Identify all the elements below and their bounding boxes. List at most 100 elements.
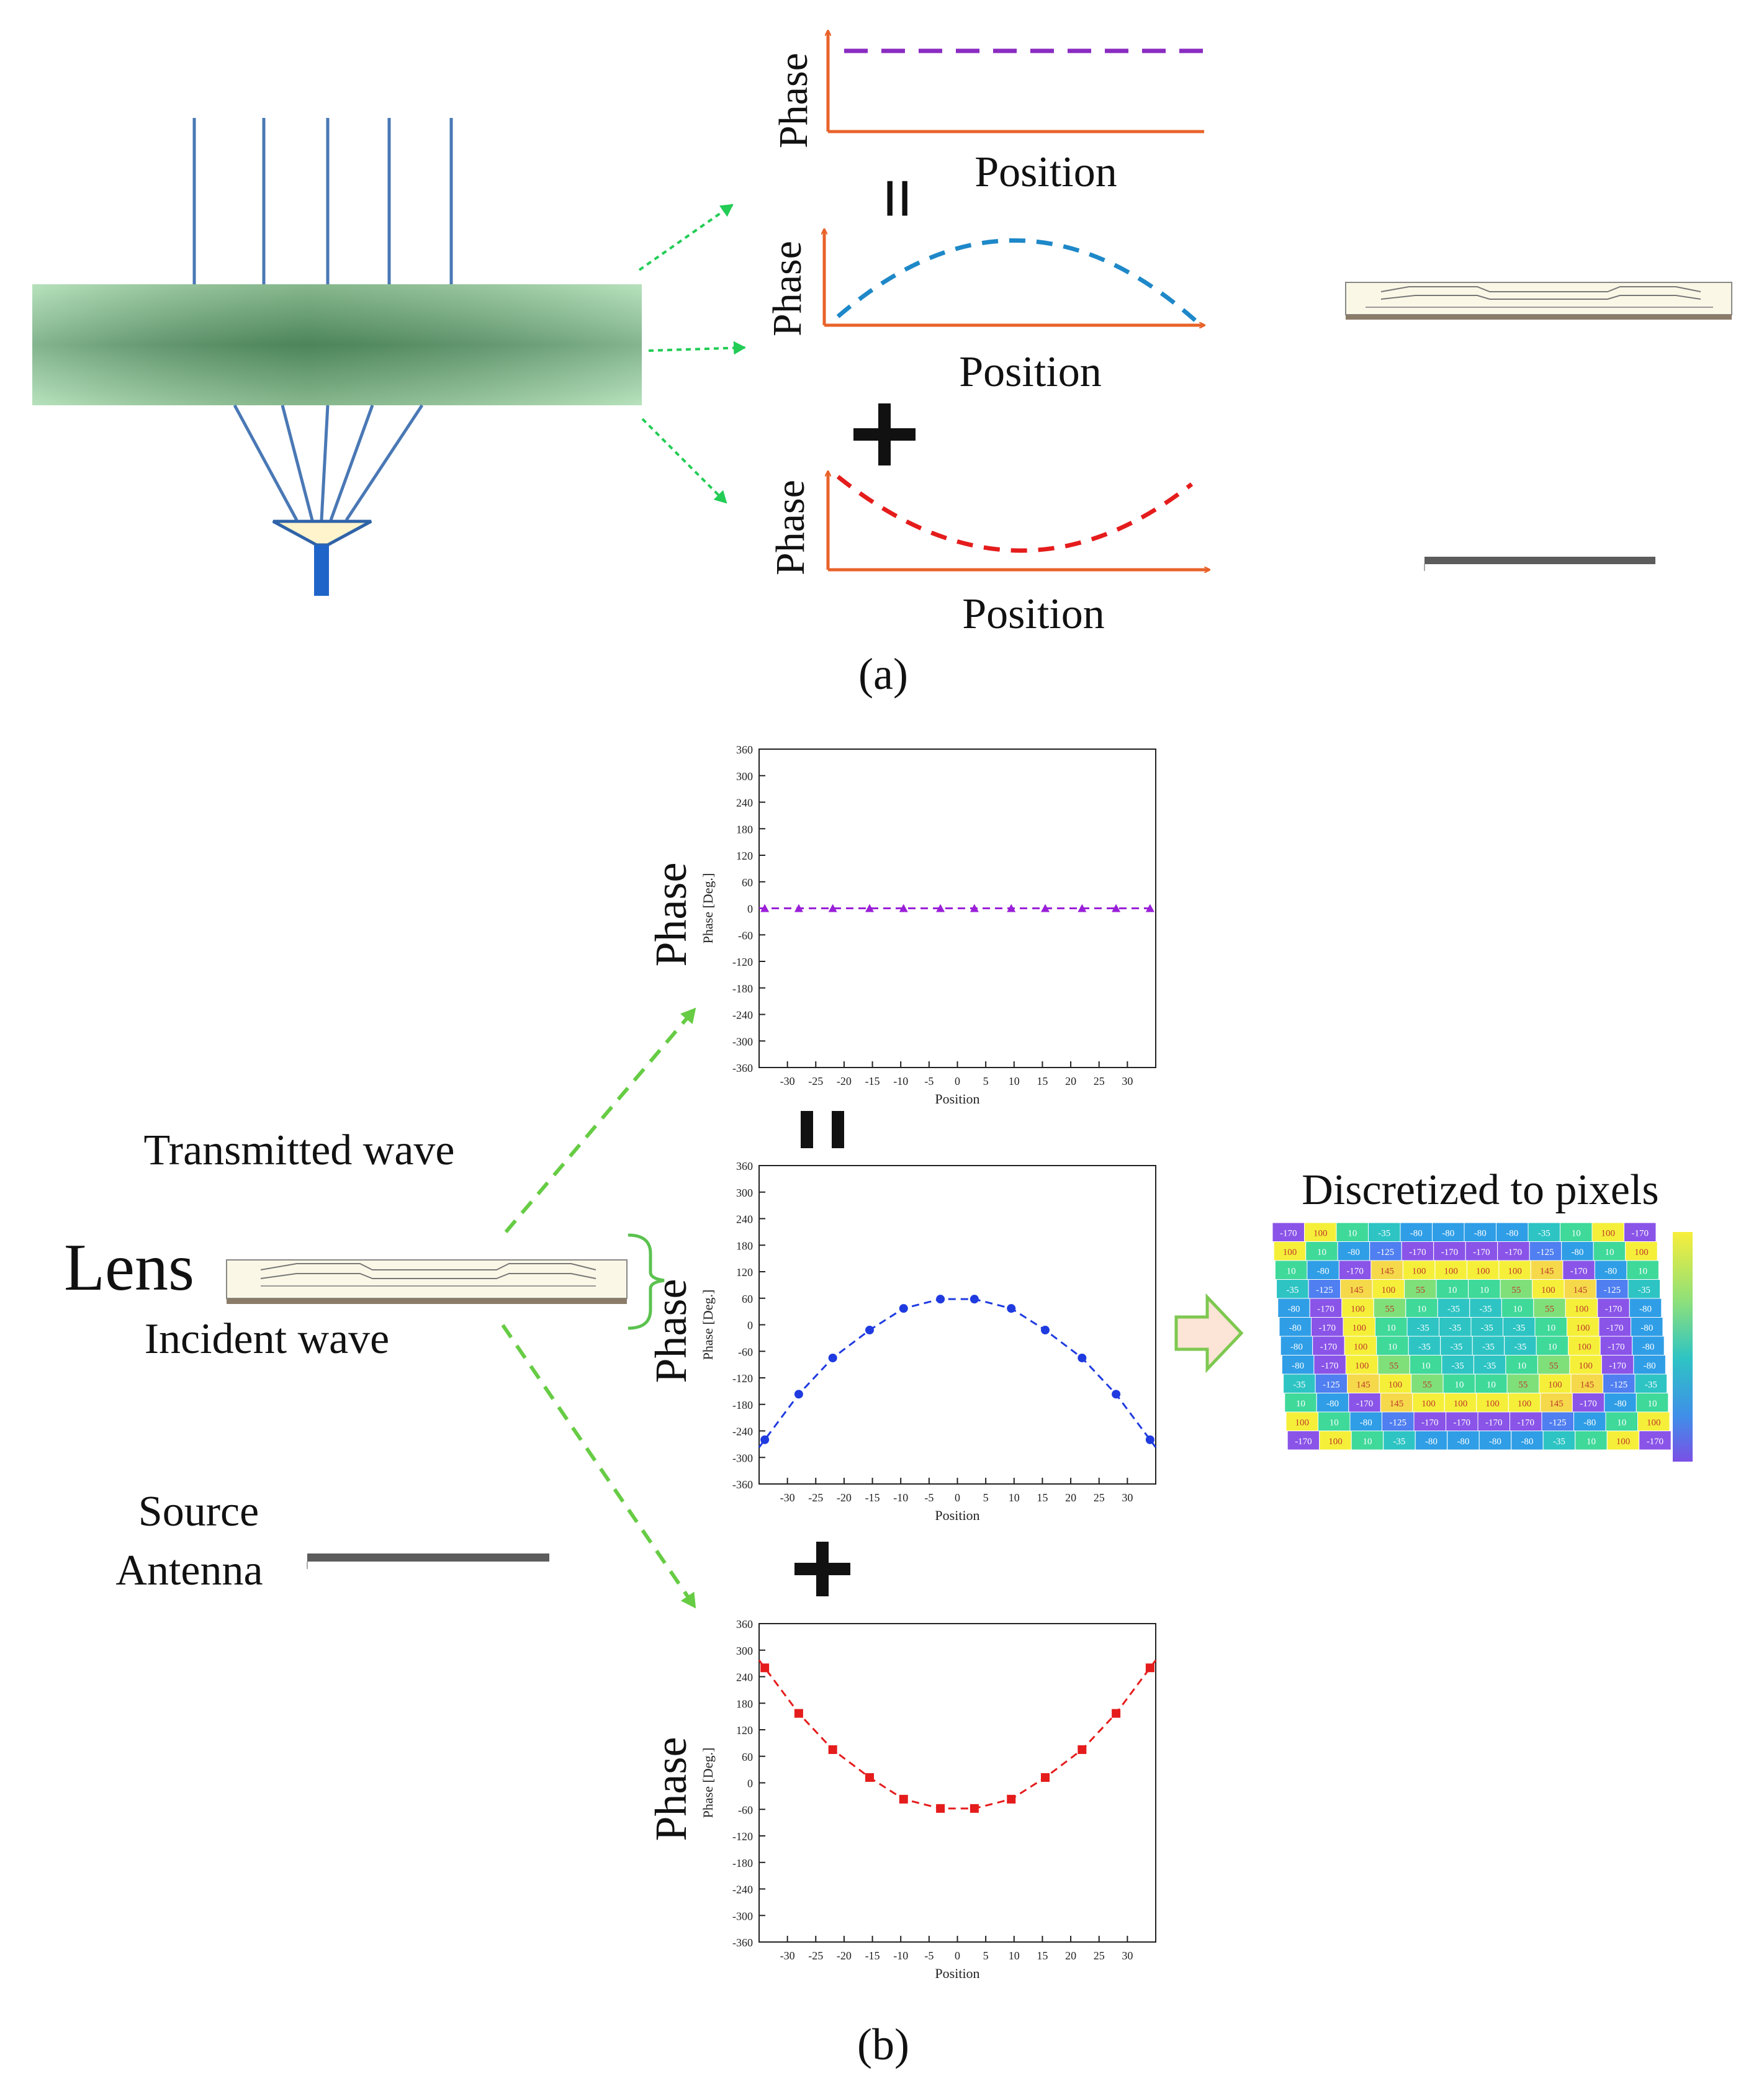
pixel-value: 100 (1295, 1418, 1310, 1427)
data-point (970, 1295, 979, 1304)
data-point (1007, 1304, 1016, 1313)
pixel-cell (1505, 1355, 1538, 1375)
pixel-value: -170 (1608, 1342, 1625, 1352)
x-tick-label: 5 (983, 1075, 989, 1087)
x-tick-label: 5 (983, 1491, 989, 1504)
pixel-value: -170 (1421, 1418, 1439, 1427)
lens-bracket (628, 1233, 665, 1330)
x-tick-label: 15 (1037, 1075, 1048, 1087)
pixel-value: 145 (1573, 1285, 1588, 1295)
pixel-value: -125 (1390, 1418, 1407, 1427)
x-tick-label: -10 (893, 1949, 908, 1962)
pixel-cell (1377, 1355, 1410, 1375)
pixel-cell (1281, 1355, 1315, 1375)
sketch3-ylabel: Phase (768, 480, 813, 575)
lens-slab (32, 284, 642, 405)
pixel-value: 10 (1572, 1228, 1581, 1238)
data-point (936, 904, 945, 912)
y-tick-label: -360 (732, 1062, 753, 1074)
pixel-value: 100 (1647, 1418, 1661, 1427)
pixel-value: -80 (1425, 1437, 1438, 1447)
pixel-value: 10 (1617, 1418, 1626, 1427)
y-axis-label-small: Phase [Deg.] (700, 1290, 716, 1360)
pixel-value: 100 (1421, 1399, 1436, 1409)
x-tick-label: 10 (1009, 1949, 1020, 1962)
y-tick-label: -360 (732, 1936, 753, 1949)
pixel-value: -80 (1326, 1399, 1339, 1409)
x-tick-label: 15 (1037, 1491, 1048, 1504)
x-tick-label: -20 (837, 1491, 852, 1504)
pixel-value: -35 (1418, 1342, 1431, 1352)
pixel-cell (1604, 1393, 1637, 1413)
pixel-value: 10 (1648, 1399, 1657, 1409)
panel-a-arrows (638, 204, 746, 504)
pixel-cell (1413, 1411, 1446, 1431)
pixel-value: -35 (1450, 1342, 1462, 1352)
pixel-cell (1636, 1393, 1669, 1413)
x-tick-label: 10 (1009, 1491, 1020, 1504)
pixel-value: -170 (1319, 1323, 1336, 1333)
y-tick-label: 0 (747, 1778, 753, 1790)
pixel-value: -80 (1583, 1418, 1596, 1427)
pixel-cell (1315, 1373, 1348, 1393)
pixel-value: -125 (1549, 1418, 1567, 1427)
panel-b: Transmitted wave Lens Incident wave Sour… (64, 744, 1693, 2069)
data-point (794, 904, 803, 912)
pixel-cell (1626, 1260, 1659, 1280)
pixel-cell (1284, 1393, 1317, 1413)
pixel-cell (1503, 1317, 1536, 1337)
x-tick-label: -10 (893, 1075, 908, 1087)
data-point (828, 904, 837, 912)
pixel-value: -170 (1295, 1437, 1312, 1447)
pixel-value: -170 (1321, 1361, 1339, 1371)
pixel-value: -80 (1317, 1266, 1330, 1276)
pixel-value: -170 (1570, 1266, 1588, 1276)
x-tick-label: -20 (837, 1949, 852, 1962)
pixel-value: -170 (1505, 1248, 1523, 1257)
pixel-cell (1631, 1317, 1663, 1337)
y-tick-label: -60 (738, 929, 753, 942)
x-tick-label: -15 (865, 1491, 880, 1504)
x-tick-label: -30 (780, 1491, 795, 1504)
pixel-value: -35 (1514, 1342, 1526, 1352)
pixel-value: -35 (1449, 1323, 1461, 1333)
pixel-value: 100 (1576, 1323, 1590, 1333)
y-tick-label: 120 (736, 850, 753, 862)
phase-series-line (758, 1660, 1157, 1810)
x-tick-label: 20 (1065, 1491, 1076, 1504)
antenna-model-a (1424, 557, 1655, 571)
pixel-value: 10 (1447, 1285, 1457, 1295)
pixel-cell (1447, 1431, 1480, 1450)
pixel-value: 100 (1388, 1380, 1403, 1390)
pixel-value: 10 (1546, 1323, 1555, 1333)
y-tick-label: 360 (736, 1160, 753, 1172)
sketch2-ylabel: Phase (765, 241, 810, 336)
y-tick-label: -240 (732, 1884, 753, 1896)
pixel-value: 100 (1382, 1285, 1396, 1295)
x-tick-label: -30 (780, 1949, 795, 1962)
x-tick-label: -5 (924, 1491, 934, 1504)
pixel-value: -125 (1377, 1248, 1395, 1257)
pixel-cell (1605, 1411, 1638, 1431)
y-tick-label: 0 (747, 903, 753, 915)
pixel-value: 10 (1517, 1361, 1526, 1371)
data-point (936, 1295, 945, 1304)
pixel-value: -80 (1474, 1228, 1487, 1238)
pixel-value: -170 (1320, 1342, 1338, 1352)
pixel-cell (1276, 1279, 1309, 1299)
pixel-value: 145 (1356, 1380, 1370, 1390)
pixel-colorbar (1673, 1232, 1693, 1462)
pixel-value: 100 (1313, 1228, 1328, 1238)
pixel-value: -170 (1280, 1228, 1297, 1238)
pixel-value: -170 (1409, 1248, 1426, 1257)
data-point (1040, 1773, 1050, 1782)
pixel-cell (1464, 1222, 1496, 1242)
data-point (1078, 904, 1087, 912)
pixel-value: -170 (1473, 1248, 1490, 1257)
pixel-cell (1562, 1260, 1595, 1280)
data-point (760, 904, 770, 912)
pixel-value: 10 (1421, 1361, 1431, 1371)
data-point (760, 1435, 770, 1444)
data-point (794, 1390, 803, 1399)
y-tick-label: 240 (736, 1671, 753, 1684)
